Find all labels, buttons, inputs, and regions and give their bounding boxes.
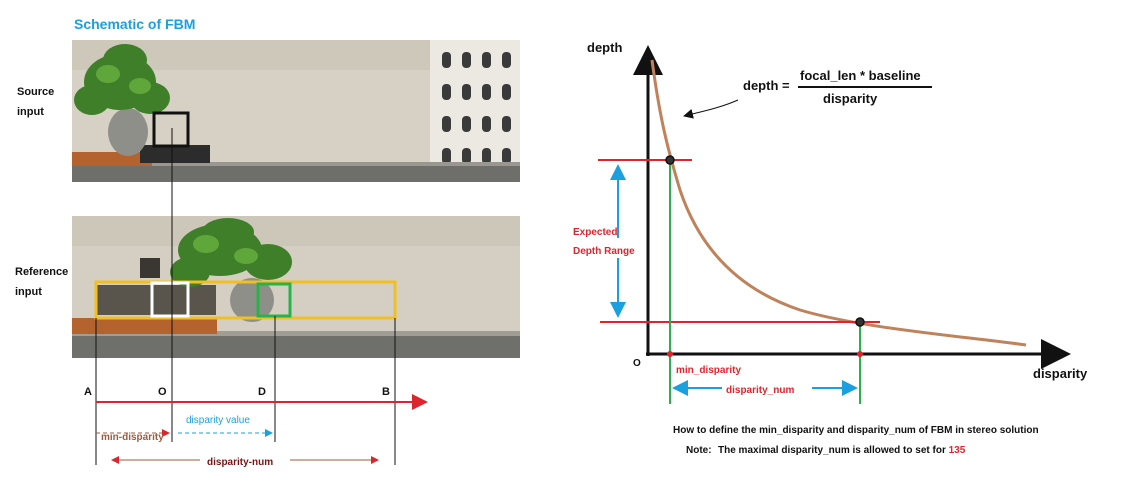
disparity-num-label: disparity-num <box>207 457 273 468</box>
source-label-1: Source <box>17 86 54 98</box>
graph-min-disparity-label: min_disparity <box>676 365 741 376</box>
note-body: The maximal disparity_num is allowed to … <box>718 445 949 456</box>
note-text: The maximal disparity_num is allowed to … <box>718 445 966 456</box>
graph-disparity-num-label: disparity_num <box>726 385 794 396</box>
reference-image <box>72 216 520 358</box>
reference-label-2: input <box>15 286 42 298</box>
source-image <box>72 40 520 182</box>
max-depth-point <box>665 155 675 165</box>
reference-label-1: Reference <box>15 266 68 278</box>
search-range-box <box>94 280 397 320</box>
source-block-box <box>152 111 190 148</box>
x-axis-label: disparity <box>1033 366 1088 381</box>
expected-range-label-2: Depth Range <box>573 246 635 257</box>
y-axis-label: depth <box>587 40 622 55</box>
min-disparity-point <box>667 351 673 357</box>
schematic-title: Schematic of FBM <box>74 16 195 32</box>
point-a: A <box>84 386 92 398</box>
note-value: 135 <box>949 445 966 456</box>
source-label-2: input <box>17 106 44 118</box>
disparity-value-label: disparity value <box>186 415 250 426</box>
point-o: O <box>158 386 167 398</box>
note-label: Note: <box>686 445 712 456</box>
max-disparity-point <box>857 351 863 357</box>
depth-curve <box>650 59 1027 347</box>
min-depth-point <box>855 317 865 327</box>
point-b: B <box>382 386 390 398</box>
formula-pointer <box>683 99 739 119</box>
match-box <box>256 282 292 318</box>
formula-numerator: focal_len * baseline <box>800 68 921 83</box>
origin-label: O <box>633 358 641 369</box>
min-disparity-box <box>150 281 190 318</box>
caption-text: How to define the min_disparity and disp… <box>673 425 1039 436</box>
min-disparity-label: min-disparity <box>101 432 164 443</box>
expected-range-label-1: Expected <box>573 227 617 238</box>
formula-lhs: depth = <box>743 78 790 93</box>
formula-denominator: disparity <box>823 91 878 106</box>
point-d: D <box>258 386 266 398</box>
